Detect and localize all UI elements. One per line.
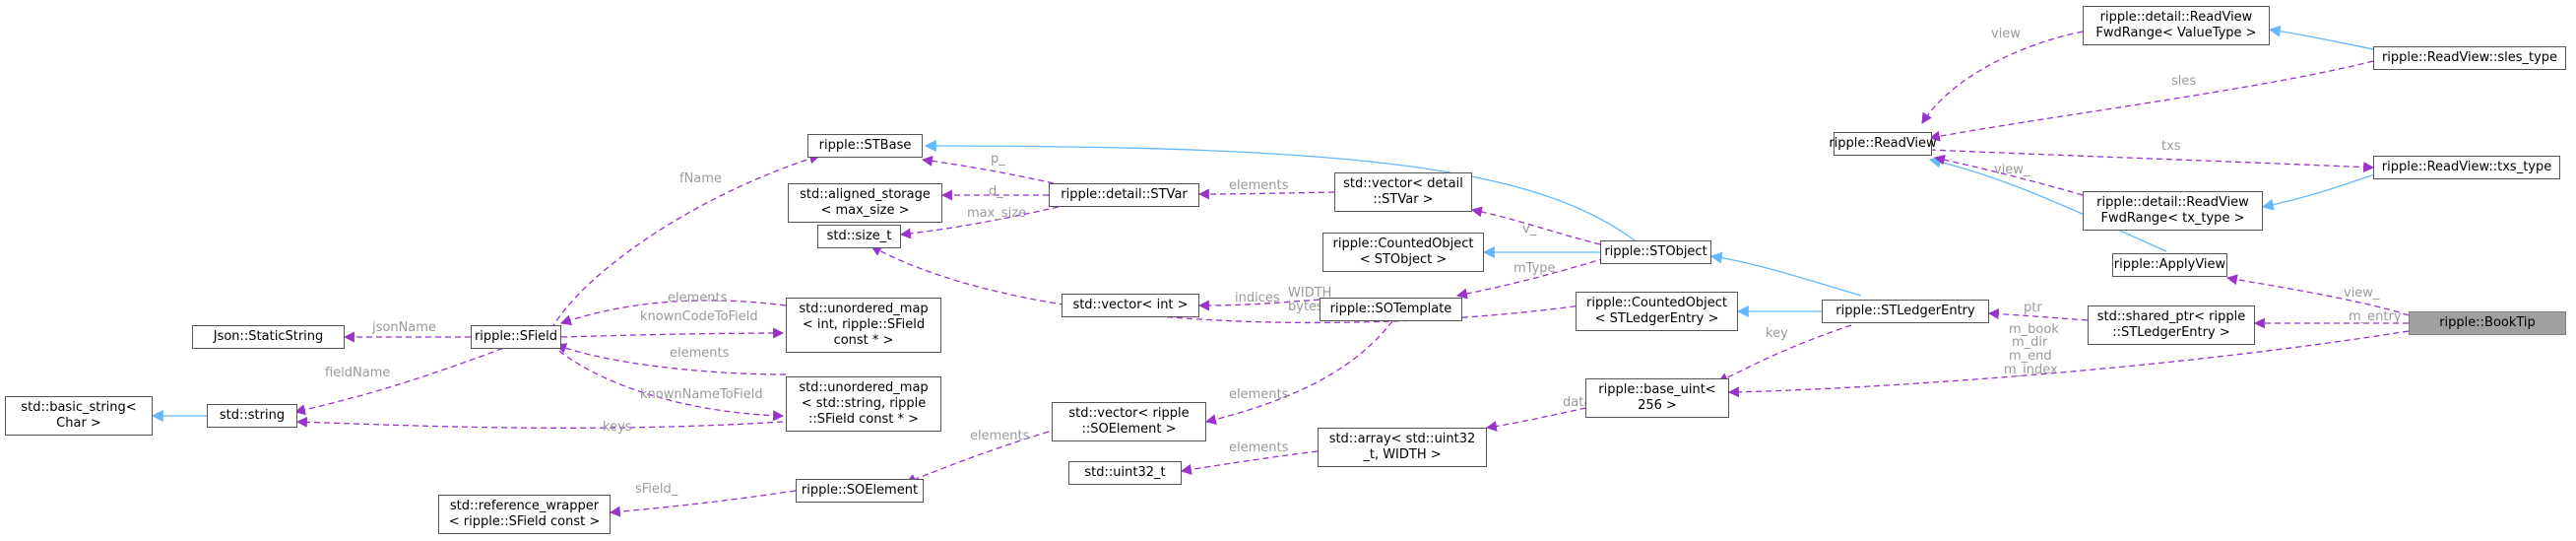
rel-sharedptr-ledger <box>1987 308 2089 321</box>
edge-label-mtype: mType <box>1513 261 1556 276</box>
rel-um2-sfield <box>554 343 787 375</box>
node-countedobject-stobject[interactable]: ripple::CountedObject < STObject > <box>1322 233 1484 272</box>
rel-sles-readview <box>1928 60 2374 142</box>
edge-label-known-code: knownCodeToField <box>640 309 758 324</box>
rel-sfield-string <box>293 344 513 416</box>
edge-label-key: key <box>1766 326 1788 341</box>
node-basic-string[interactable]: std::basic_string< Char > <box>5 396 153 436</box>
rel-stvar-stbase <box>921 155 1055 184</box>
edge-label-bytes: bytes <box>1288 300 1323 314</box>
rel-txs-readview <box>1929 149 2375 173</box>
node-readview-fwdrange-valuetype[interactable]: ripple::detail::ReadView FwdRange< Value… <box>2083 6 2270 45</box>
edge-label-sles: sles <box>2171 74 2196 89</box>
rel-baseuint-array <box>1485 401 1616 432</box>
edge-label-elements-vec-soe: elements <box>970 429 1030 443</box>
node-booktip[interactable]: ripple::BookTip <box>2409 311 2566 335</box>
rel-fwdrange-readview <box>1921 31 2084 124</box>
edge-label-elements-um1: elements <box>668 291 728 305</box>
node-readview-fwdrange-txtype[interactable]: ripple::detail::ReadView FwdRange< tx_ty… <box>2083 191 2263 231</box>
node-stobject[interactable]: ripple::STObject <box>1600 240 1711 264</box>
node-vector-soelement[interactable]: std::vector< ripple ::SOElement > <box>1052 402 1206 441</box>
inherit-stobject-stbase <box>924 140 1636 241</box>
edge-label-indices: indices <box>1235 291 1280 305</box>
rel-um1-sfield <box>559 300 787 325</box>
node-stledgerentry[interactable]: ripple::STLedgerEntry <box>1822 300 1989 323</box>
node-unordered-map-string[interactable]: std::unordered_map < std::string, ripple… <box>786 376 941 432</box>
inherit-sles-fwdrange <box>2268 25 2384 52</box>
edge-label-m-end: m_end <box>2009 349 2052 364</box>
node-shared-ptr-stledgerentry[interactable]: std::shared_ptr< ripple ::STLedgerEntry … <box>2088 305 2255 345</box>
node-soelement[interactable]: ripple::SOElement <box>796 479 924 503</box>
edge-label-sfield-ref: sField_ <box>635 482 678 497</box>
edge-label-ptr: ptr <box>2024 301 2042 315</box>
edge-label-fname: fName <box>679 171 722 186</box>
rel-vectorstvar-stvar <box>1197 188 1335 200</box>
node-sotemplate[interactable]: ripple::SOTemplate <box>1320 298 1462 321</box>
inherit-applyview-readview <box>1928 156 2167 252</box>
inherit-txs-fwdrange <box>2261 170 2384 211</box>
inherit-ledger-stobject <box>1709 251 1862 297</box>
node-readview-sles-type[interactable]: ripple::ReadView::sles_type <box>2373 46 2566 70</box>
edge-label-p: p_ <box>991 152 1005 167</box>
node-array-uint32-width[interactable]: std::array< std::uint32 _t, WIDTH > <box>1318 428 1487 467</box>
node-reference-wrapper[interactable]: std::reference_wrapper < ripple::SField … <box>438 495 611 534</box>
node-vector-stvar[interactable]: std::vector< detail ::STVar > <box>1334 172 1472 212</box>
rel-booktip-applyview <box>2225 274 2410 316</box>
edge-label-m-book: m_book <box>2009 322 2059 337</box>
edge-label-view-applyview: view_ <box>2344 286 2380 301</box>
edge-label-json-name: jsonName <box>371 320 436 335</box>
node-readview-txs-type[interactable]: ripple::ReadView::txs_type <box>2373 156 2560 179</box>
edge-label-elements-stvar: elements <box>1229 178 1289 193</box>
node-countedobject-stledgerentry[interactable]: ripple::CountedObject < STLedgerEntry > <box>1576 292 1738 331</box>
rel-um2-string <box>295 416 784 429</box>
node-stbase[interactable]: ripple::STBase <box>807 134 923 158</box>
node-detail-stvar[interactable]: ripple::detail::STVar <box>1049 183 1199 207</box>
node-json-staticstring[interactable]: Json::StaticString <box>192 325 345 349</box>
edge-label-txs: txs <box>2161 139 2181 154</box>
node-readview[interactable]: ripple::ReadView <box>1829 132 1937 156</box>
edge-label-keys: keys <box>603 420 632 435</box>
edge-label-field-name: fieldName <box>325 366 390 380</box>
edge-label-elements-soelement: elements <box>1229 387 1289 402</box>
edge-label-v: v_ <box>1522 222 1537 237</box>
edge-label-d: d_ <box>989 184 1003 199</box>
node-base-uint-256[interactable]: ripple::base_uint< 256 > <box>1585 378 1729 418</box>
rel-array-uint32 <box>1180 450 1319 475</box>
edge-label-view: view <box>1991 27 2021 41</box>
rel-sfield-stbase <box>550 153 821 330</box>
rel-stobject-sotemplate <box>1455 257 1606 300</box>
edge-label-elements-uint32: elements <box>1229 440 1289 455</box>
edge-label-m-entry: m_entry <box>2349 309 2402 324</box>
rel-ledger-baseuint <box>1717 324 1852 383</box>
rel-stobject-vectorstvar <box>1470 206 1601 245</box>
node-applyview[interactable]: ripple::ApplyView <box>2112 253 2227 277</box>
rel-sotemplate-vectorint <box>1197 299 1320 311</box>
edge-label-m-index: m_index <box>2004 363 2058 377</box>
node-uint32-t[interactable]: std::uint32_t <box>1068 461 1182 485</box>
rel-sotemplate-vectorsoe <box>1204 312 1399 425</box>
edge-label-max-size: max_size <box>967 206 1026 221</box>
rel-fwdtx-readview <box>1933 154 2084 196</box>
edge-label-width: WIDTH <box>1288 286 1331 301</box>
rel-um1-known <box>560 327 785 339</box>
node-aligned-storage[interactable]: std::aligned_storage < max_size > <box>788 183 942 223</box>
edge-label-elements-um2: elements <box>670 346 730 361</box>
rel-booktip-baseuint <box>1727 330 2410 398</box>
rel-stvar-sizet <box>899 206 1060 239</box>
edge-label-view-fwdtx: view_ <box>1994 163 2030 177</box>
node-size-t[interactable]: std::size_t <box>817 225 901 248</box>
node-unordered-map-int[interactable]: std::unordered_map < int, ripple::SField… <box>786 298 941 353</box>
node-sfield[interactable]: ripple::SField <box>471 325 561 349</box>
node-std-string[interactable]: std::string <box>207 404 297 428</box>
node-vector-int[interactable]: std::vector< int > <box>1062 294 1199 317</box>
edge-label-known-name: knownNameToField <box>640 387 763 402</box>
rel-sotemplate-sizet <box>870 245 1596 324</box>
rel-um2-known <box>550 344 785 422</box>
edge-label-m-dir: m_dir <box>2012 335 2048 350</box>
